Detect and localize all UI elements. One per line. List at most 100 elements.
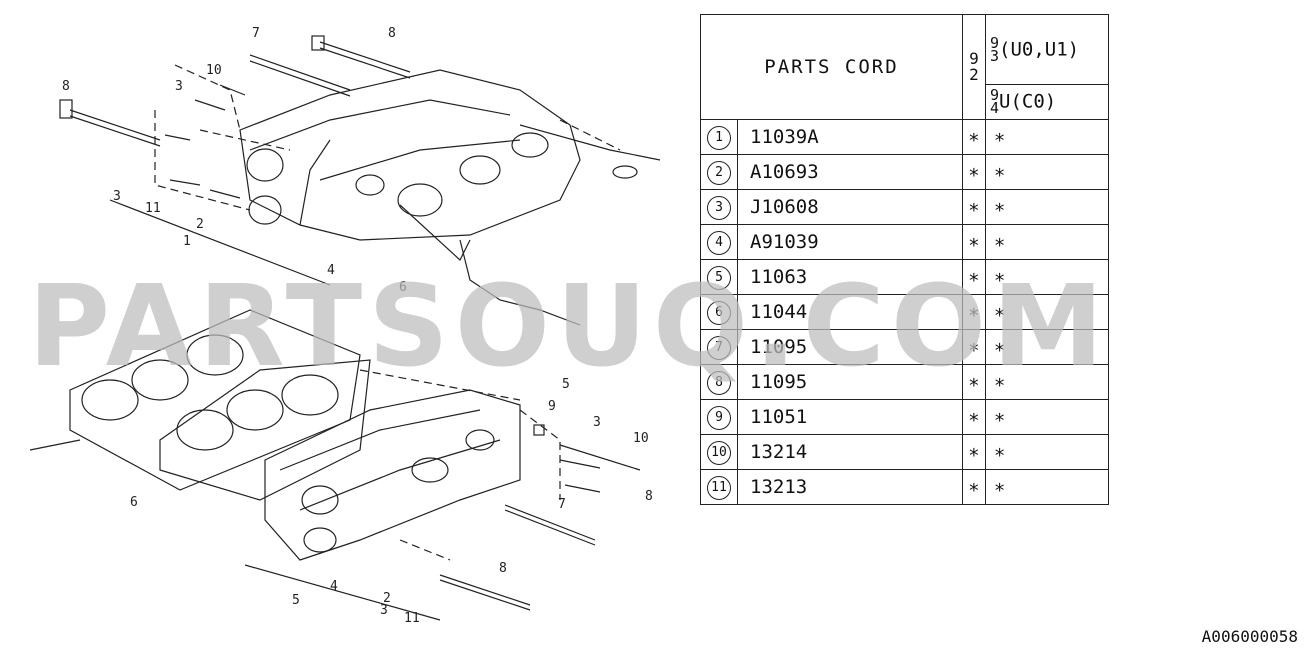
- ref-number: 9: [707, 405, 731, 430]
- part-number[interactable]: 11095: [737, 364, 963, 400]
- applicability-mark: ∗: [962, 189, 986, 225]
- ref-number-cell: 11: [700, 469, 738, 505]
- ref-number-cell: 8: [700, 364, 738, 400]
- callout: 2: [383, 591, 391, 606]
- callout: 6: [399, 280, 407, 295]
- callout: 11: [404, 611, 420, 626]
- ref-number-cell: 1: [700, 119, 738, 155]
- applicability-mark: ∗: [962, 294, 986, 330]
- applicability-mark: ∗: [962, 119, 986, 155]
- applicability-mark: ∗: [985, 154, 1109, 190]
- callout: 7: [558, 497, 566, 512]
- callout: 8: [499, 561, 507, 576]
- part-number[interactable]: 11039A: [737, 119, 963, 155]
- applicability-mark: ∗: [985, 329, 1109, 365]
- part-number[interactable]: A10693: [737, 154, 963, 190]
- applicability-mark: ∗: [985, 434, 1109, 470]
- part-number[interactable]: 11044: [737, 294, 963, 330]
- applicability-mark: ∗: [962, 399, 986, 435]
- model-code-char: 2: [969, 65, 979, 84]
- applicability-mark: ∗: [962, 434, 986, 470]
- column-label: U(C0): [999, 90, 1057, 113]
- callout: 6: [130, 495, 138, 510]
- exploded-view-diagram: 7 8 10 3 8 3 11 2 1 4 6 5 9 3 10 8 6 7 8…: [29, 26, 661, 626]
- applicability-mark: ∗: [985, 259, 1109, 295]
- ref-number: 4: [707, 230, 731, 255]
- upper-guide-lines: [154, 64, 621, 211]
- applicability-mark: ∗: [985, 469, 1109, 505]
- parts-cord-header: PARTS CORD: [700, 14, 963, 120]
- ref-number: 10: [707, 440, 731, 465]
- applicability-mark: ∗: [962, 154, 986, 190]
- ref-number: 6: [707, 300, 731, 325]
- callout: 3: [175, 79, 183, 94]
- column-label: (U0,U1): [999, 38, 1080, 60]
- lower-baseline: [244, 564, 441, 621]
- ref-number-cell: 9: [700, 399, 738, 435]
- lower-bolts: [439, 424, 641, 611]
- ref-number-cell: 3: [700, 189, 738, 225]
- ref-number: 5: [707, 265, 731, 290]
- part-number[interactable]: A91039: [737, 224, 963, 260]
- callout: 10: [206, 63, 222, 78]
- ref-number: 2: [707, 160, 731, 185]
- head-gaskets: [69, 309, 371, 501]
- applicability-mark: ∗: [985, 224, 1109, 260]
- ref-number: 7: [707, 335, 731, 360]
- callout: 3: [113, 189, 121, 204]
- callout: 7: [252, 26, 260, 41]
- ref-number-cell: 7: [700, 329, 738, 365]
- callout: 4: [330, 579, 338, 594]
- ref-number: 11: [707, 475, 731, 500]
- callout: 3: [593, 415, 601, 430]
- upper-baseline: [109, 199, 331, 286]
- applicability-mark: ∗: [962, 224, 986, 260]
- diagram-reference-code: A006000058: [1201, 627, 1298, 646]
- callout: 9: [548, 399, 556, 414]
- callout: 11: [145, 201, 161, 216]
- upper-bolts: [59, 35, 411, 199]
- ref-number-cell: 5: [700, 259, 738, 295]
- model-code-char: 9: [969, 49, 979, 68]
- lower-cylinder-head: [264, 389, 521, 561]
- callout: 4: [327, 263, 335, 278]
- ref-number-cell: 6: [700, 294, 738, 330]
- callout: 2: [196, 217, 204, 232]
- gasket-edge-line: [29, 439, 81, 451]
- part-number[interactable]: 11095: [737, 329, 963, 365]
- part-number[interactable]: 11063: [737, 259, 963, 295]
- part-number[interactable]: 11051: [737, 399, 963, 435]
- applicability-mark: ∗: [985, 399, 1109, 435]
- ref-number-cell: 2: [700, 154, 738, 190]
- callout: 3: [380, 603, 388, 618]
- callout: 8: [645, 489, 653, 504]
- callout: 10: [633, 431, 649, 446]
- applicability-mark: ∗: [962, 259, 986, 295]
- part-number[interactable]: 13213: [737, 469, 963, 505]
- part-number[interactable]: 13214: [737, 434, 963, 470]
- ref-number: 1: [707, 125, 731, 150]
- callout: 8: [62, 79, 70, 94]
- part-number[interactable]: J10608: [737, 189, 963, 225]
- ref-number: 3: [707, 195, 731, 220]
- ref-number-cell: 10: [700, 434, 738, 470]
- applicability-mark: ∗: [985, 294, 1109, 330]
- applicability-mark: ∗: [962, 469, 986, 505]
